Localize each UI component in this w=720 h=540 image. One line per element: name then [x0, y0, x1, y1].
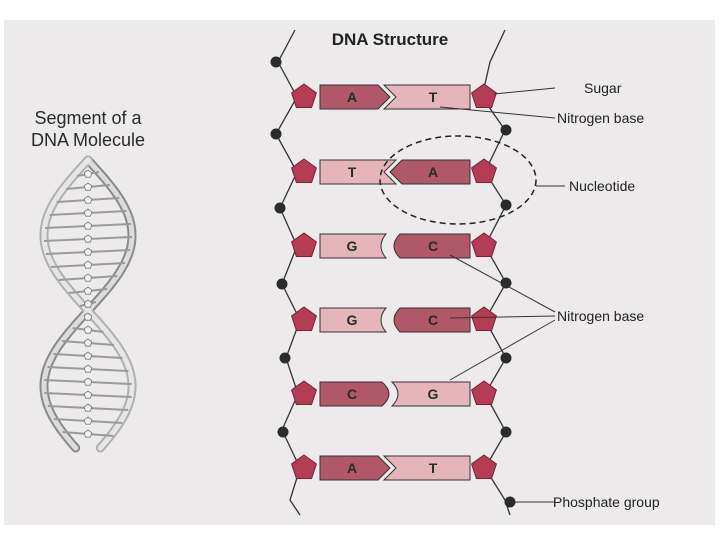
- side-title-line-1: Segment of a: [34, 108, 142, 128]
- sugar-pentagon: [471, 232, 497, 257]
- base-letter-right: T: [429, 460, 438, 476]
- base-letter-left: A: [347, 460, 357, 476]
- helix-base-shape: [83, 169, 93, 178]
- base-letter-right: G: [428, 386, 439, 402]
- base-right: [382, 84, 471, 110]
- label-nitrogen-base-top: Nitrogen base: [557, 110, 645, 126]
- sugar-pentagon: [291, 158, 317, 183]
- helix-base-shape: [83, 221, 93, 230]
- helix-base-shape: [83, 195, 93, 204]
- helix-base-shape: [83, 208, 93, 217]
- base-left: [319, 307, 388, 333]
- phosphate-dot: [500, 277, 512, 289]
- base-left: [319, 455, 391, 481]
- base-letter-left: G: [347, 238, 358, 254]
- base-letter-right: T: [429, 89, 438, 105]
- base-letter-right: A: [428, 164, 438, 180]
- sugar-pentagon: [291, 454, 317, 479]
- sugar-phosphate-backbones: [270, 29, 516, 516]
- helix-base-shape: [83, 286, 93, 295]
- phosphate-dot: [279, 352, 291, 364]
- base-right: [389, 159, 471, 185]
- helix-base-shape: [83, 312, 93, 321]
- base-left: [319, 233, 388, 259]
- sugar-pentagon: [471, 380, 497, 405]
- helix-base-shape: [83, 260, 93, 269]
- label-sugar: Sugar: [584, 80, 622, 96]
- phosphate-dot: [276, 278, 288, 290]
- helix-strand: [41, 157, 135, 451]
- diagram-title: DNA Structure: [331, 30, 449, 49]
- base-right: [393, 233, 471, 259]
- phosphate-dot: [500, 352, 512, 364]
- helix-base-shape: [83, 234, 93, 243]
- base-right: [393, 307, 471, 333]
- helix-base-shape: [83, 182, 93, 191]
- sugar-pentagon: [291, 380, 317, 405]
- leader-lines: [439, 87, 565, 503]
- helix-base-shape: [83, 247, 93, 256]
- helix-base-shape: [83, 325, 93, 334]
- helix-base-shape: [83, 273, 93, 282]
- base-letter-left: C: [347, 386, 357, 402]
- base-left: [319, 159, 398, 185]
- helix-base-shape: [83, 390, 93, 399]
- phosphate-dot: [270, 56, 282, 68]
- label-phosphate-group: Phosphate group: [553, 494, 660, 510]
- side-title: Segment of a DNA Molecule: [18, 107, 158, 151]
- helix-base-shape: [83, 338, 93, 347]
- phosphate-dot: [500, 124, 512, 136]
- phosphate-dot: [500, 199, 512, 211]
- helix-base-shape: [83, 377, 93, 386]
- sugar-pentagon: [471, 306, 497, 331]
- helix-base-shape: [83, 351, 93, 360]
- sugar-pentagon: [291, 83, 317, 108]
- sugar-pentagon: [291, 232, 317, 257]
- sugar-pentagon: [471, 83, 497, 108]
- helix-base-shape: [83, 364, 93, 373]
- helix-base-shape: [83, 299, 93, 308]
- nucleotide-outline: [379, 135, 537, 225]
- sugar-pentagon: [471, 454, 497, 479]
- sugar-pentagon: [291, 306, 317, 331]
- phosphate-dot: [274, 202, 286, 214]
- base-letter-left: T: [348, 164, 357, 180]
- base-left: [319, 84, 391, 110]
- base-right: [390, 381, 471, 407]
- double-helix-illustration: [39, 155, 137, 453]
- phosphate-dot: [500, 426, 512, 438]
- label-nitrogen-base-mid: Nitrogen base: [557, 308, 645, 324]
- base-letter-right: C: [428, 238, 438, 254]
- helix-base-shape: [83, 416, 93, 425]
- sugar-pentagon: [471, 158, 497, 183]
- phosphate-dot: [277, 426, 289, 438]
- base-letter-left: G: [347, 312, 358, 328]
- base-right: [382, 455, 471, 481]
- phosphate-dot: [504, 496, 516, 508]
- helix-base-shape: [83, 429, 93, 438]
- side-title-line-2: DNA Molecule: [30, 130, 146, 150]
- helix-base-shape: [83, 403, 93, 412]
- base-letter-right: C: [428, 312, 438, 328]
- base-letter-left: A: [347, 89, 357, 105]
- helix-strand: [41, 157, 135, 451]
- label-nucleotide: Nucleotide: [569, 178, 636, 194]
- phosphate-dot: [270, 128, 282, 140]
- base-left: [319, 381, 390, 407]
